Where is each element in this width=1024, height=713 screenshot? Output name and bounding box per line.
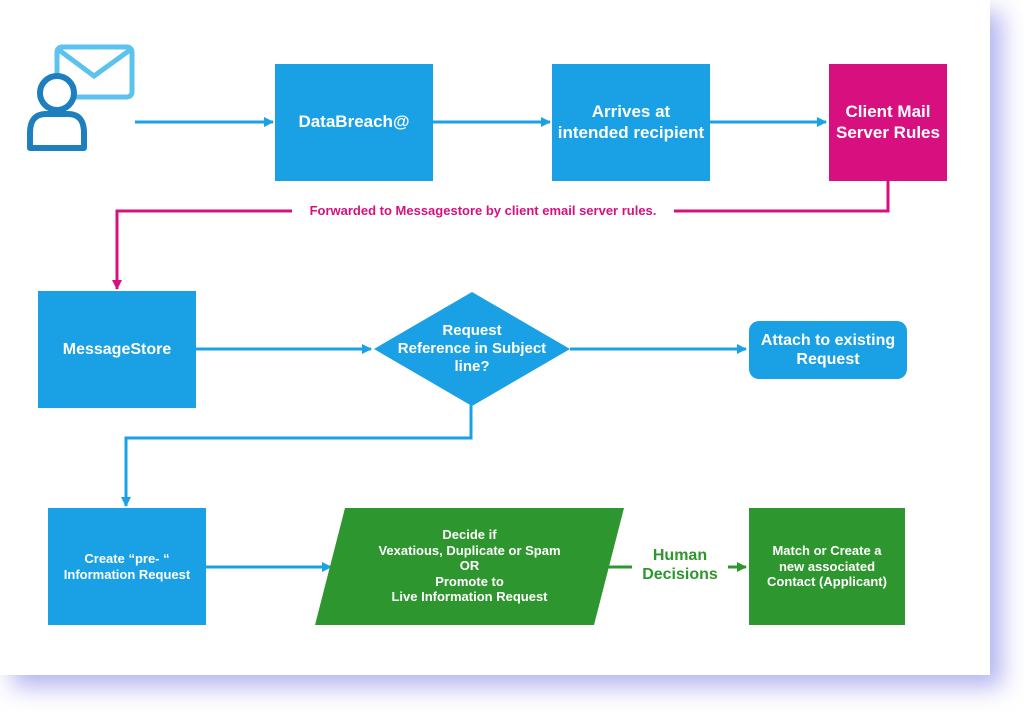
create-pre-node: Create “pre- “ Information Request: [48, 508, 206, 625]
decide-parallelogram-shape: [315, 508, 624, 625]
match-node: Match or Create a new associated Contact…: [749, 508, 905, 625]
decide-node-label: Decide if Vexatious, Duplicate or Spam O…: [378, 527, 561, 605]
messagestore-node: MessageStore: [38, 291, 196, 408]
attach-node: Attach to existing Request: [749, 321, 907, 379]
email-sender-icon: [27, 44, 135, 151]
human-decisions-edge-label: Human Decisions: [632, 546, 728, 588]
databreach-node: DataBreach@: [275, 64, 433, 181]
client-rules-node: Client Mail Server Rules: [829, 64, 947, 181]
forwarded-edge-label: Forwarded to Messagestore by client emai…: [292, 203, 674, 221]
arrow-client-rules-to-messagestore: [674, 181, 890, 213]
arrow-client-rules-to-messagestore-tail: [112, 209, 292, 290]
arrives-node: Arrives at intended recipient: [552, 64, 710, 181]
decision-node-label: Request Reference in Subject line?: [397, 322, 547, 375]
decision-diamond-shape: [374, 292, 570, 406]
arrow-decision-to-create-pre: [121, 405, 473, 507]
